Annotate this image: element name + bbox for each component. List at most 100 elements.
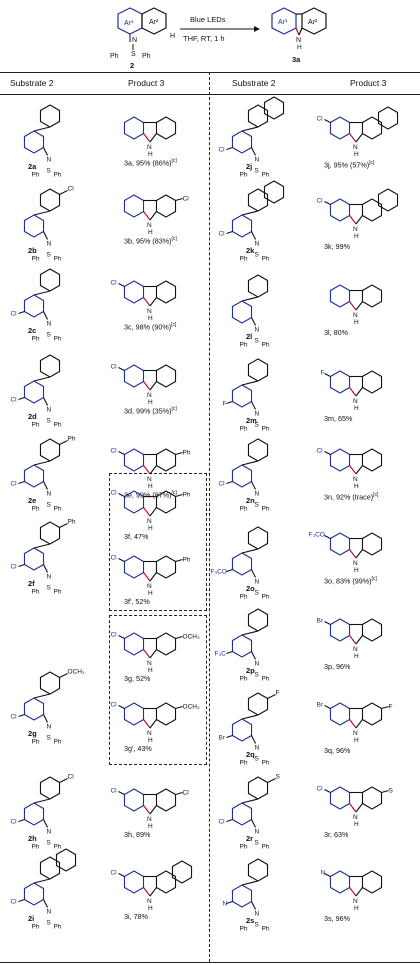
product-cn-bond: [149, 805, 157, 815]
product-h: H: [354, 405, 359, 412]
substrate-a-substituent: Cl: [10, 564, 17, 571]
product-a-substituent: Cl: [316, 198, 323, 205]
substrate-n: N: [255, 745, 260, 752]
product-a-substituent: Cl: [110, 788, 117, 795]
product-yield-label: 3l, 80%: [324, 328, 348, 337]
product-h: H: [148, 667, 153, 674]
substrate-ring-b: [39, 104, 61, 128]
substrate-ring-a: [23, 882, 45, 906]
reactant-structure: [117, 7, 167, 35]
aryl-bond: [241, 880, 259, 886]
product-ring-right: [155, 555, 177, 579]
product-n: N: [147, 898, 152, 905]
product-a-bond: [118, 558, 125, 562]
substrate-a-bond: [226, 734, 233, 739]
product-n: N: [353, 814, 358, 821]
product-a-bond: [118, 873, 125, 877]
product-new-cn-bond: [349, 301, 357, 311]
product-ring-right: [155, 116, 177, 140]
product-ring-right: [155, 788, 177, 812]
substrate-ph-left: Ph: [240, 594, 248, 601]
product-new-cn-bond: [143, 211, 151, 221]
substrate-ph-right: Ph: [262, 926, 270, 933]
substrate-a-bond: [226, 900, 233, 905]
product-yield-label: 3g', 43%: [124, 744, 152, 753]
product-a-bond: [324, 789, 331, 793]
aryl-bond: [241, 798, 259, 804]
substrate-id: 2g: [28, 729, 37, 738]
product-ring-right: [361, 370, 383, 394]
substrate-ph-left: Ph: [240, 172, 248, 179]
product-yield-label: 3f, 47%: [124, 532, 149, 541]
substrate-a-bond: [18, 898, 25, 903]
substrate-ph-left: Ph: [32, 506, 40, 513]
substrate-b-bond: [59, 190, 68, 195]
n-bond: [251, 231, 257, 240]
product-yield-label: 3c, 98% (90%)[c]: [124, 322, 177, 332]
scheme-product-n: N: [296, 37, 301, 44]
substrate-a-substituent: Cl: [218, 231, 225, 238]
substrate-id: 2b: [28, 246, 37, 255]
substrate-n: N: [255, 157, 260, 164]
substrate-id: 2o: [246, 584, 255, 593]
product-new-cn-bond: [349, 549, 357, 559]
n-bond: [43, 481, 49, 490]
product-cn-bond: [149, 572, 157, 582]
substrate-ph-right: Ph: [54, 739, 62, 746]
substrate-n: N: [255, 579, 260, 586]
substrate-n: N: [47, 829, 52, 836]
product-b-bond: [175, 635, 183, 640]
product-a-bond: [118, 493, 125, 497]
product-new-cn-bond: [349, 887, 357, 897]
substrate-b-bond: [267, 694, 276, 699]
scheme-product-ar2: Ar²: [308, 19, 318, 26]
product-ring-left: [123, 788, 145, 812]
substrate-ph-left: Ph: [240, 760, 248, 767]
substrate-ring-b: [39, 354, 61, 378]
product-b-substituent: Cl: [183, 196, 190, 203]
substrate-ph-left: Ph: [240, 676, 248, 683]
product-a-substituent: Cl: [110, 555, 117, 562]
product-a-substituent: Br: [316, 702, 323, 709]
product-h: H: [148, 905, 153, 912]
substrate-s: S: [255, 338, 260, 345]
n-bond: [251, 735, 257, 744]
product-new-cn-bond: [143, 649, 151, 659]
product-b-substituent: S: [389, 788, 394, 795]
product-new-cn-bond: [349, 215, 357, 225]
substrate-ph-right: Ph: [262, 506, 270, 513]
substrate-a-substituent: Cl: [10, 311, 17, 318]
product-ring-right: [155, 632, 177, 656]
product-cn-bond: [355, 719, 363, 729]
product-cn-bond: [149, 381, 157, 391]
product-yield-label: 3n, 92% (trace)[c]: [324, 492, 379, 502]
product-new-cn-bond: [349, 133, 357, 143]
substrate-ring-a: [231, 214, 253, 238]
substrate-ring-b: [39, 188, 61, 212]
substrate-ring-a: [23, 802, 45, 826]
substrate-n: N: [255, 829, 260, 836]
regioisomer-box-3f: [109, 473, 207, 611]
product-n: N: [147, 222, 152, 229]
product-yield-label: 3r, 63%: [324, 830, 349, 839]
product-a-bond: [324, 873, 331, 877]
table-header-rule: [0, 94, 420, 95]
substrate-ring-a: [23, 697, 45, 721]
product-a-substituent: Cl: [110, 448, 117, 455]
substrate-n: N: [255, 491, 260, 498]
substrate-n: N: [47, 724, 52, 731]
substrate-ph-left: Ph: [32, 336, 40, 343]
product-ring-right: [361, 116, 383, 140]
